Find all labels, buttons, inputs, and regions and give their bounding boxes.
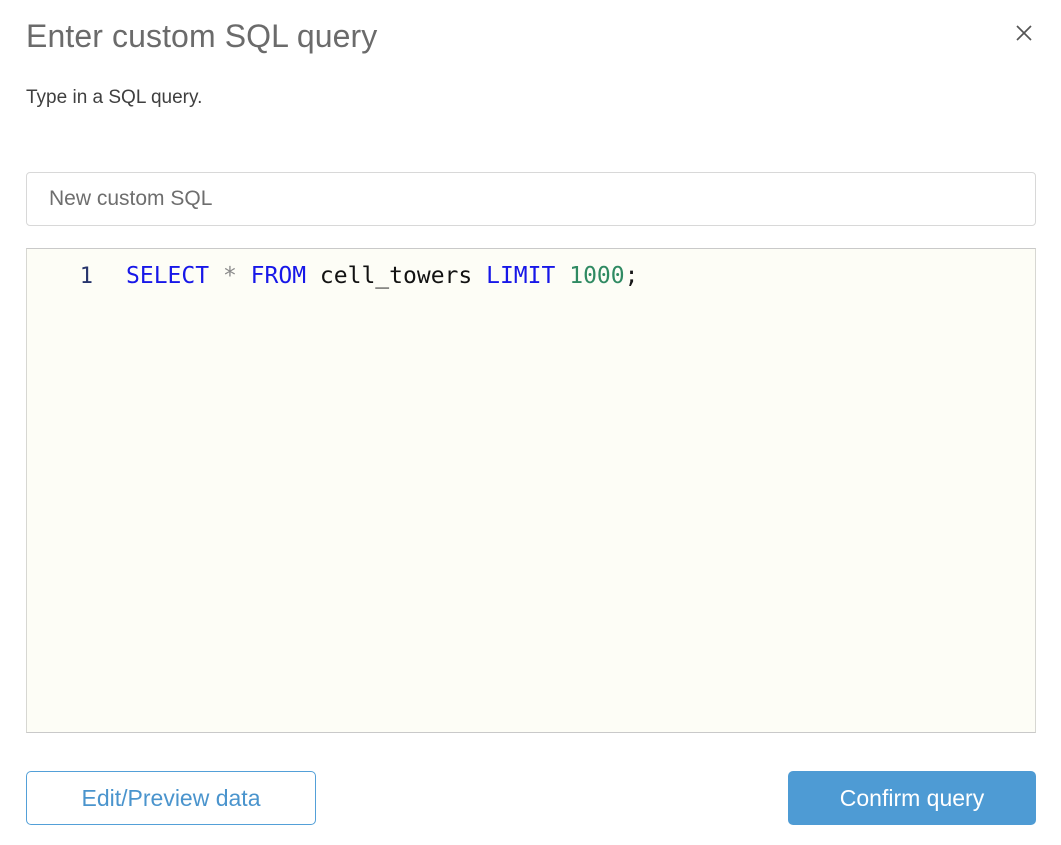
close-button[interactable] (1009, 18, 1039, 48)
code-line: 1 SELECT * FROM cell_towers LIMIT 1000; (27, 249, 1035, 301)
code-token-plain (555, 263, 569, 289)
code-token-keyword: SELECT (126, 263, 210, 289)
code-token-keyword: FROM (250, 263, 307, 289)
code-token-plain (209, 263, 223, 289)
query-name-input[interactable] (26, 172, 1036, 226)
edit-preview-data-button[interactable]: Edit/Preview data (26, 771, 316, 825)
code-token-plain (237, 263, 251, 289)
code-token-star: * (222, 263, 237, 289)
code-token-number: 1000 (569, 263, 625, 289)
confirm-query-button[interactable]: Confirm query (788, 771, 1036, 825)
code-content: SELECT * FROM cell_towers LIMIT 1000; (126, 263, 638, 289)
code-token-ident: cell_towers (319, 263, 473, 289)
code-token-punct: ; (624, 263, 639, 289)
code-token-plain (472, 263, 486, 289)
line-number: 1 (79, 264, 93, 289)
dialog-subtitle: Type in a SQL query. (26, 87, 203, 108)
close-icon (1014, 23, 1034, 43)
sql-editor[interactable]: 1 SELECT * FROM cell_towers LIMIT 1000; (26, 248, 1036, 733)
code-token-plain (306, 263, 320, 289)
page-title: Enter custom SQL query (26, 18, 378, 54)
code-token-keyword: LIMIT (486, 263, 556, 289)
